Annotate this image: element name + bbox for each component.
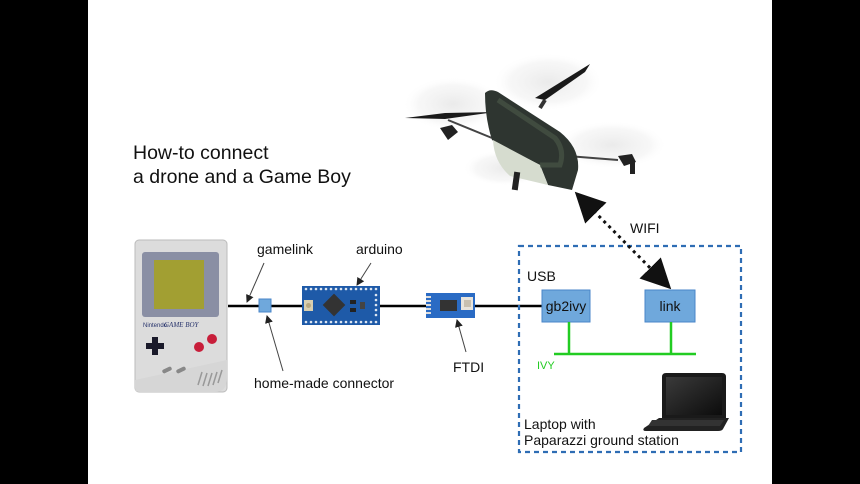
ivy-bus bbox=[554, 322, 696, 356]
arduino-pointer bbox=[356, 262, 372, 286]
svg-text:Nintendo: Nintendo bbox=[143, 323, 168, 329]
ivy-label: IVY bbox=[537, 360, 555, 372]
laptop-label-line-1: Laptop with bbox=[524, 416, 596, 432]
link-box-label: link bbox=[659, 298, 681, 314]
gameboy-image: Nintendo GAME BOY bbox=[134, 239, 228, 393]
gb2ivy-box bbox=[541, 289, 591, 323]
ftdi-board-image bbox=[426, 293, 475, 318]
slide-title: How-to connect a drone and a Game Boy bbox=[133, 141, 351, 189]
home-made-connector-label: home-made connector bbox=[254, 375, 395, 391]
laptop-image bbox=[643, 373, 729, 431]
gamelink-label: gamelink bbox=[257, 241, 314, 257]
title-line-2: a drone and a Game Boy bbox=[133, 166, 351, 188]
arduino-board-image bbox=[302, 286, 380, 325]
ftdi-label: FTDI bbox=[453, 359, 485, 375]
wifi-label: WIFI bbox=[630, 220, 660, 236]
gb2ivy-box-label: gb2ivy bbox=[545, 298, 587, 314]
usb-label: USB bbox=[527, 268, 556, 284]
ftdi-pointer bbox=[455, 319, 467, 353]
connector-pointer bbox=[265, 315, 284, 372]
home-made-connector-block bbox=[258, 298, 272, 313]
laptop-label-line-2: Paparazzi ground station bbox=[524, 432, 679, 448]
gamelink-pointer bbox=[246, 262, 265, 303]
arduino-label: arduino bbox=[356, 241, 403, 257]
drone-image bbox=[403, 53, 667, 191]
wifi-link-arrow bbox=[574, 191, 672, 290]
svg-text:GAME BOY: GAME BOY bbox=[164, 321, 200, 329]
title-line-1: How-to connect bbox=[133, 142, 269, 164]
